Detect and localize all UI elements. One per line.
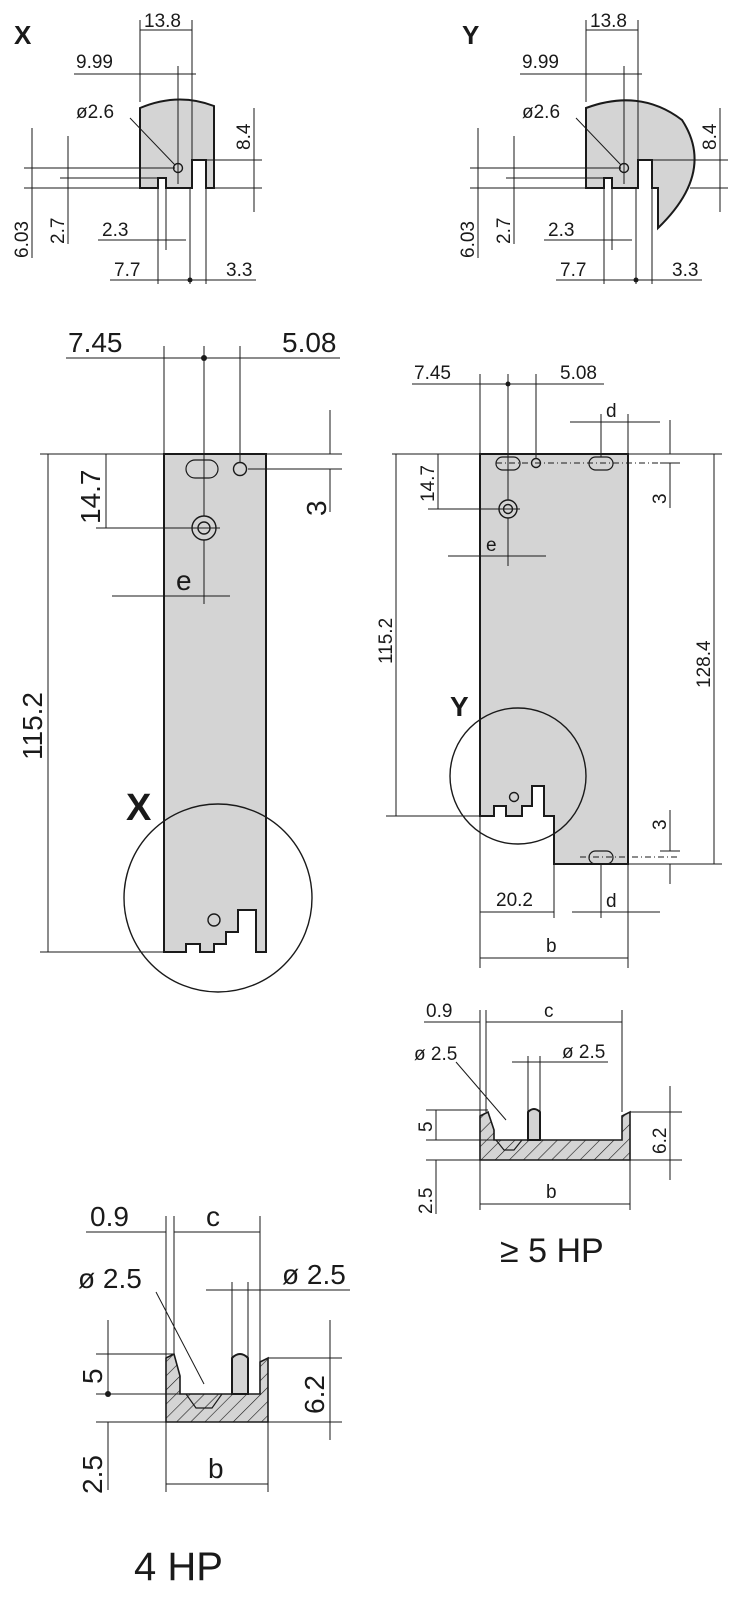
detail-y-dim-7-7: 7.7: [560, 260, 586, 281]
section-5hp-dim-5: 5: [416, 1121, 437, 1132]
front-view-4hp: X 7.45 5.08 14.7 3 e 115.2: [17, 327, 342, 993]
front-4hp-dim-14-7: 14.7: [75, 470, 106, 525]
front-5hp-dim-d-bottom: d: [606, 891, 617, 912]
front-5hp-dim-14-7: 14.7: [418, 465, 439, 502]
detail-y-dim-8-4: 8.4: [700, 123, 721, 150]
callout-x-circle: [123, 803, 313, 993]
callout-x-label: X: [126, 787, 152, 829]
front-4hp-hole-bottom: [207, 913, 221, 927]
section-4hp-body: [165, 1352, 269, 1423]
detail-x-title: X: [14, 20, 32, 50]
detail-y-dim-6-03: 6.03: [458, 221, 479, 258]
section-4hp-dim-dia-left: ø 2.5: [78, 1263, 142, 1294]
section-4hp-dim-dia-right: ø 2.5: [282, 1259, 346, 1290]
callout-y-circle: [449, 707, 587, 845]
section-5hp: 0.9 c ø 2.5 ø 2.5 5 2.5 6.2 b ≥ 5 HP: [414, 1001, 682, 1270]
section-5hp-dim-2-5: 2.5: [416, 1188, 437, 1214]
front-5hp-dim-e: e: [486, 535, 497, 556]
section-5hp-dim-dia-left: ø 2.5: [414, 1044, 457, 1065]
callout-y-label: Y: [450, 691, 469, 722]
section-5hp-caption: ≥ 5 HP: [500, 1232, 604, 1270]
detail-y-dim-2-7: 2.7: [494, 218, 515, 244]
front-5hp-hole-bottom: [508, 791, 520, 803]
section-5hp-dim-c: c: [544, 1001, 554, 1022]
front-5hp-dim-20-2: 20.2: [496, 890, 533, 911]
section-4hp-pin: [231, 1353, 249, 1395]
section-5hp-dim-0-9: 0.9: [426, 1001, 452, 1022]
front-4hp-dim-7-45: 7.45: [68, 327, 123, 358]
section-5hp-countersink: [495, 1139, 523, 1151]
front-4hp-dim-5-08: 5.08: [282, 327, 337, 358]
front-4hp-slot: [185, 459, 219, 479]
front-5hp-dim-3-bottom: 3: [650, 819, 671, 830]
detail-y-dim-13-8: 13.8: [590, 11, 627, 32]
detail-x-dim-3-3: 3.3: [226, 260, 252, 281]
detail-x-dim-13-8: 13.8: [144, 11, 181, 32]
front-5hp-dim-115-2: 115.2: [376, 618, 397, 664]
front-4hp-dim-e: e: [176, 565, 192, 596]
front-5hp-dim-d-top: d: [606, 401, 617, 422]
detail-x-dim-2-3: 2.3: [102, 220, 128, 241]
front-5hp-dim-3-top: 3: [650, 493, 671, 504]
detail-y-dim-2-3: 2.3: [548, 220, 574, 241]
detail-x-dim-8-4: 8.4: [234, 123, 255, 150]
detail-y-dim-9-99: 9.99: [522, 52, 559, 73]
front-view-5hp: Y 7.45 5.08 d 14.7 3 e 115.2 128.4: [376, 363, 722, 968]
front-5hp-dim-b: b: [546, 936, 557, 957]
detail-x-dim-dia-2-6: ø2.6: [76, 102, 114, 123]
section-5hp-pin: [527, 1108, 541, 1141]
section-4hp-countersink: [185, 1393, 223, 1409]
detail-x-dim-6-03: 6.03: [12, 221, 33, 258]
detail-x-dim-9-99: 9.99: [76, 52, 113, 73]
detail-y-title: Y: [462, 20, 479, 50]
front-5hp-dim-5-08: 5.08: [560, 363, 597, 384]
detail-y-profile: [585, 99, 696, 231]
front-4hp-hole-small: [232, 461, 248, 477]
detail-x-dim-7-7: 7.7: [114, 260, 140, 281]
detail-x-dim-2-7: 2.7: [48, 218, 69, 244]
section-5hp-dim-b: b: [546, 1182, 557, 1203]
section-4hp-dim-5: 5: [77, 1368, 108, 1384]
section-4hp-dim-b: b: [208, 1453, 224, 1484]
section-4hp-dim-6-2: 6.2: [299, 1375, 330, 1414]
section-4hp: 0.9 c ø 2.5 ø 2.5 5 2.5 6.2 b 4 HP: [77, 1201, 350, 1589]
front-4hp-panel: [163, 453, 267, 953]
section-4hp-dim-0-9: 0.9: [90, 1201, 129, 1232]
section-4hp-dim-2-5: 2.5: [77, 1455, 108, 1494]
detail-x: X 13.8 9.99 ø2.6 8.4 6.03 2.7 2.3 7.7 3.…: [12, 11, 262, 284]
front-4hp-dim-115-2: 115.2: [17, 692, 48, 760]
front-5hp-dim-128-4: 128.4: [694, 640, 715, 688]
section-5hp-dim-dia-right: ø 2.5: [562, 1042, 605, 1063]
section-4hp-dim-c: c: [206, 1201, 220, 1232]
detail-x-profile: [139, 98, 215, 189]
front-4hp-dim-3: 3: [301, 500, 332, 516]
detail-y-dim-3-3: 3.3: [672, 260, 698, 281]
detail-y-dim-dia-2-6: ø2.6: [522, 102, 560, 123]
section-5hp-dim-6-2: 6.2: [650, 1128, 671, 1154]
section-5hp-body: [479, 1110, 631, 1161]
front-5hp-dim-7-45: 7.45: [414, 363, 451, 384]
detail-y: Y 13.8 9.99 ø2.6 8.4 6.03 2.7 2.3 7.7 3.…: [458, 11, 728, 284]
section-4hp-caption: 4 HP: [134, 1545, 223, 1589]
